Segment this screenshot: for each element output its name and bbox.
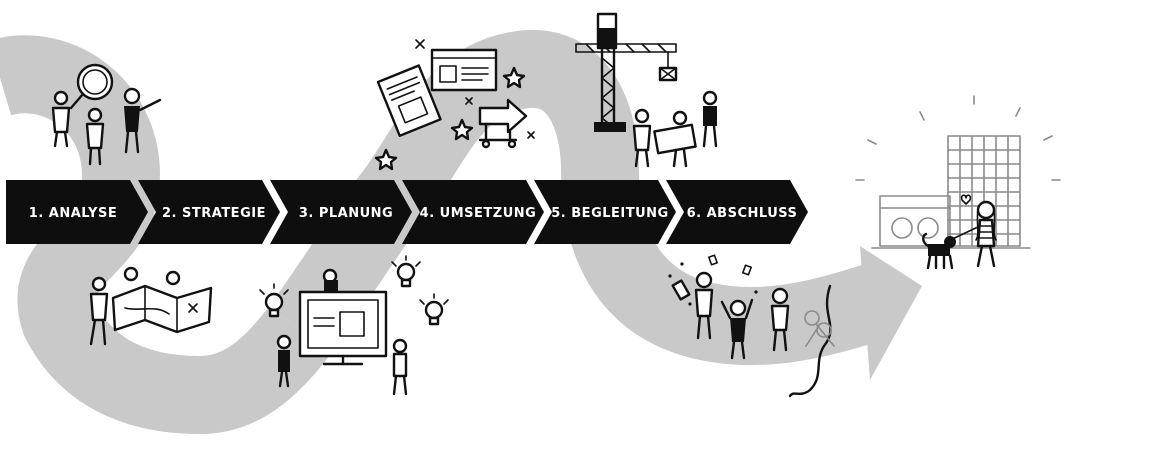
process-step-label: 4. UMSETZUNG (420, 206, 537, 221)
process-step-label: 1. ANALYSE (29, 206, 117, 221)
process-step-chevron (666, 180, 808, 244)
process-step-label: 5. BEGLEITUNG (551, 206, 668, 221)
process-step-chevron (402, 180, 544, 244)
process-step-chevron (270, 180, 412, 244)
process-steps: 1. ANALYSE 2. STRATEGIE 3. PLANUNG 4. UMSET… (6, 180, 808, 244)
process-step-label: 6. ABSCHLUSS (687, 206, 798, 221)
celebrating-people-icon (668, 254, 790, 360)
document-sheet-icon (376, 64, 442, 137)
arrow-cart-icon (478, 98, 528, 149)
person-walking-dog-icon (922, 194, 997, 270)
lightbulb-icon (259, 255, 449, 326)
process-step-label: 3. PLANUNG (299, 206, 393, 221)
process-step-chevron (6, 180, 148, 244)
process-step-chevron (534, 180, 676, 244)
process-step-chevron (138, 180, 280, 244)
star-icon (374, 39, 535, 171)
pointing-person-icon (123, 87, 162, 154)
monitor-presentation-icon (276, 268, 408, 396)
process-step-label: 2. STRATEGIE (162, 206, 266, 221)
construction-workers-icon (632, 90, 718, 168)
magnifier-team-icon (51, 63, 114, 166)
map-reading-team-icon (89, 266, 213, 346)
path-arrowhead (860, 246, 922, 380)
website-window-icon (430, 48, 498, 92)
ribbon-scissors-icon (788, 284, 835, 398)
crane-icon (575, 12, 678, 132)
finished-building-icon (855, 95, 1061, 249)
